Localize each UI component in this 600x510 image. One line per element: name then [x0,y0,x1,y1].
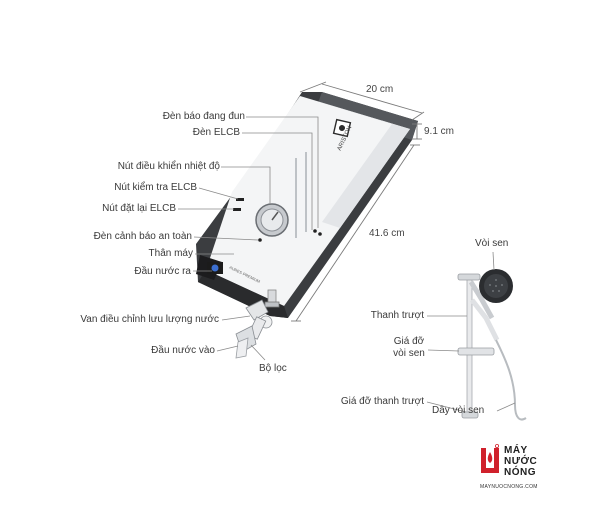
dim-width-ext-right [411,111,425,121]
holder-shape [457,347,495,356]
label-shower-holder: Giá đỡ vòi sen [390,336,428,360]
dim-width-ext-left [299,81,327,93]
leader-dang-dun [246,116,319,228]
shower-handle [468,280,495,320]
leader-flow-valve [221,315,251,321]
brand-logo: MÁY NƯỚC NÓNG MAYNUOCNONG.COM [480,444,552,496]
dim-height-line [295,144,415,322]
label-shower-head: Vòi sen [475,238,509,249]
inlet-blue-ring [211,264,219,272]
leader-elcb-lamp [242,132,313,230]
leader-lines [178,116,319,361]
heating-lamp [318,232,322,236]
label-body: Thân máy [148,248,193,259]
label-shower-holder-line1: Giá đỡ [393,336,425,347]
label-water-out: Đầu nước ra [134,266,191,277]
dim-height-label: 41.6 cm [369,228,405,239]
water-outlet [264,289,280,308]
leader-elcb-test [198,187,239,200]
dim-width-line [321,83,423,114]
panel-shading [300,96,410,228]
water-heater [196,92,418,359]
valve-assembly[interactable] [235,299,273,359]
top-mount [457,273,481,281]
leader-safety-lamp [193,236,259,241]
elcb-lamp [313,229,317,233]
label-elcb-reset: Nút đặt lại ELCB [102,203,176,214]
logo-word-3: NÓNG [504,467,536,478]
label-slide-bar: Thanh trượt [370,310,424,321]
elcb-reset-button[interactable] [233,208,241,211]
label-elcb-lamp: Đèn ELCB [192,127,240,138]
leader-water-in [216,345,239,352]
logo-word-2: NƯỚC [504,456,538,467]
safety-lamp [258,238,262,242]
label-bar-holder: Giá đỡ thanh trượt [340,396,424,407]
label-flow-valve: Van điều chỉnh lưu lượng nước [80,314,219,325]
label-hose: Dây vòi sen [432,405,485,416]
shower-set [457,269,527,421]
hose-shape [495,339,527,421]
leader-hose [496,402,516,412]
shower-handle-body [470,298,500,342]
label-water-in: Đầu nước vào [151,345,215,356]
leader-temp-knob [221,166,271,204]
dim-width-label: 20 cm [366,84,394,95]
ariston-logo [332,118,352,138]
slide-bar-shape [466,277,473,417]
leader-holder [427,349,460,352]
dimension-lines [291,81,425,322]
label-shower-holder-line2: vòi sen [393,348,425,359]
logo-url: MAYNUOCNONG.COM [480,484,538,490]
leader-filter [250,344,266,361]
logo-word-1: MÁY [504,445,528,456]
leader-shower-head [492,251,495,271]
label-elcb-test: Nút kiểm tra ELCB [114,182,197,193]
shower-leader-lines [426,251,516,413]
dim-depth-label: 9.1 cm [424,126,455,137]
temperature-knob[interactable] [255,203,289,237]
leader-bar-holder [426,401,467,413]
elcb-test-button[interactable] [236,198,244,201]
label-heating-lamp: Đèn báo đang đun [162,111,245,122]
heater-front-panel [206,96,410,306]
label-temp-knob: Nút điều khiển nhiệt độ [117,161,220,172]
bottom-mount [461,411,479,419]
label-filter: Bộ lọc [259,363,287,374]
label-safety-lamp: Đèn cảnh báo an toàn [93,231,192,242]
logo-mark [481,444,499,473]
